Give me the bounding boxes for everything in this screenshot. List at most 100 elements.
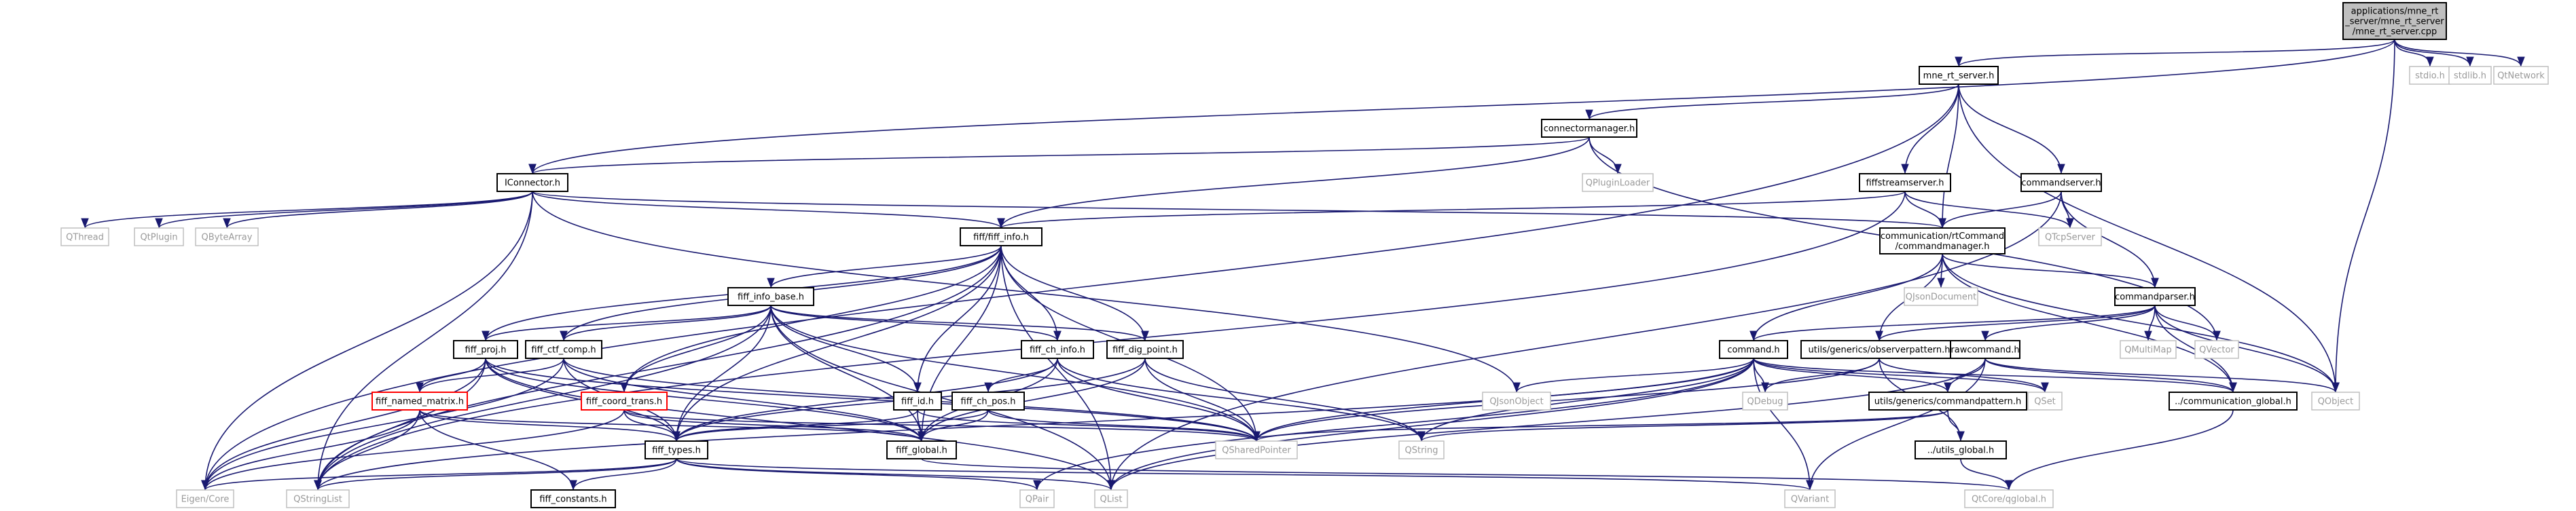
node-box	[1868, 392, 2027, 411]
edge-iconnector-to-qbytearray	[223, 191, 533, 229]
node-qpair: QPair	[1019, 489, 1055, 508]
node-qtcpserver: QTcpServer	[2038, 227, 2102, 246]
edge-commandserver-to-commandmanager	[1938, 191, 2062, 229]
node-box	[453, 340, 518, 359]
edge-command_h-to-qvariant	[1753, 358, 1814, 491]
edge-fiffstreamserver-to-qtcpserver	[1904, 191, 2074, 229]
node-box	[530, 489, 616, 508]
node-fiff_ctf_comp[interactable]: fiff_ctf_comp.h	[525, 340, 602, 359]
node-box	[960, 227, 1042, 246]
node-mne_rt_server_h[interactable]: mne_rt_server.h	[1919, 66, 1999, 85]
node-box	[176, 489, 234, 508]
edge-rawcommand-to-commandpattern	[1944, 358, 1986, 393]
node-label: Eigen/Core	[181, 495, 230, 505]
edge-commandparser-to-command_h	[1749, 305, 2156, 341]
node-fiff_info[interactable]: fiff/fiff_info.h	[960, 227, 1042, 246]
edge-fiff_ch_pos-to-fiff_types	[672, 409, 989, 442]
node-label: ../communication_global.h	[2175, 397, 2291, 407]
edge-fiff_types-to-qstringlist	[314, 458, 677, 491]
node-label: fiff_types.h	[652, 446, 701, 456]
node-fiff_id[interactable]: fiff_id.h	[893, 392, 942, 411]
node-fiff_types[interactable]: fiff_types.h	[645, 440, 708, 459]
edge-command_h-to-qset	[1753, 358, 2049, 393]
node-command_h[interactable]: command.h	[1719, 340, 1788, 359]
edge-commandmanager-to-command_h	[1749, 253, 1943, 341]
node-box	[496, 173, 568, 192]
node-fiff_dig_point[interactable]: fiff_dig_point.h	[1106, 340, 1184, 359]
node-box	[2038, 227, 2102, 246]
edge-fiff_named_matrix-to-qstringlist	[314, 409, 420, 491]
edge-mne_rt_server_h-to-eigen_core	[201, 83, 1959, 491]
edge-root-to-stdio	[2394, 39, 2434, 67]
node-commandserver[interactable]: commandserver.h	[2020, 173, 2102, 192]
node-label: fiff/fiff_info.h	[973, 233, 1029, 243]
edge-connectormanager-to-iconnector	[528, 136, 1590, 174]
edge-fiff_ch_pos-to-qsharedpointer	[987, 409, 1260, 442]
edge-fiff_ctf_comp-to-fiff_named_matrix	[416, 358, 564, 393]
node-box	[2311, 392, 2360, 411]
node-fiff_constants[interactable]: fiff_constants.h	[530, 489, 616, 508]
node-fiff_ch_pos[interactable]: fiff_ch_pos.h	[951, 392, 1025, 411]
edge-root-to-stdlib	[2394, 39, 2474, 67]
node-root[interactable]: applications/mne_rt_server/mne_rt_server…	[2342, 2, 2447, 40]
node-fiff_ch_info[interactable]: fiff_ch_info.h	[1021, 340, 1094, 359]
node-fiff_named_matrix[interactable]: fiff_named_matrix.h	[371, 392, 468, 411]
node-comm_global[interactable]: ../communication_global.h	[2169, 392, 2298, 411]
node-label: stdlib.h	[2454, 71, 2486, 81]
node-qjsondocument: QJsonDocument	[1904, 287, 1978, 306]
node-label: QTcpServer	[2045, 233, 2096, 243]
edge-fiff_info_base-to-fiff_types	[672, 305, 772, 442]
node-connectormanager[interactable]: connectormanager.h	[1541, 119, 1637, 138]
node-qdebug: QDebug	[1742, 392, 1788, 411]
node-fiff_coord_trans[interactable]: fiff_coord_trans.h	[581, 392, 668, 411]
node-label: stdio.h	[2415, 71, 2445, 81]
node-label: QPluginLoader	[1586, 178, 1650, 189]
node-fiff_global[interactable]: fiff_global.h	[886, 440, 957, 459]
edge-commandmanager-to-commandparser	[1942, 253, 2159, 288]
edge-commandparser-to-qvector	[2154, 305, 2221, 341]
node-box	[1019, 489, 1055, 508]
edge-fiff_named_matrix-to-fiff_global	[419, 409, 926, 442]
edge-command_h-to-qstring	[1417, 358, 1754, 442]
edge-fiff_ch_info-to-qsharedpointer	[1057, 358, 1260, 442]
node-label: fiff_coord_trans.h	[586, 397, 662, 407]
edge-connectormanager-to-qpluginloader	[1589, 136, 1622, 174]
node-box	[951, 392, 1025, 411]
node-box	[1215, 440, 1298, 459]
node-label: QSharedPointer	[1222, 446, 1291, 456]
node-box	[1859, 173, 1951, 192]
node-iconnector[interactable]: IConnector.h	[496, 173, 568, 192]
node-box	[2342, 2, 2447, 40]
edge-fiff_types-to-qvariant	[676, 458, 1813, 491]
edge-fiff_proj-to-qstringlist	[314, 358, 486, 491]
node-qvector: QVector	[2194, 340, 2239, 359]
node-rawcommand[interactable]: rawcommand.h	[1950, 340, 2020, 359]
node-box	[1742, 392, 1788, 411]
node-observerpattern[interactable]: utils/generics/observerpattern.h	[1800, 340, 1958, 359]
node-fiff_info_base[interactable]: fiff_info_base.h	[727, 287, 814, 306]
node-fiffstreamserver[interactable]: fiffstreamserver.h	[1859, 173, 1951, 192]
node-qtcoreglobal: QtCore/qglobal.h	[1964, 489, 2054, 508]
node-commandpattern[interactable]: utils/generics/commandpattern.h	[1868, 392, 2027, 411]
edge-commandserver-to-commandparser	[2061, 191, 2159, 288]
node-fiff_proj[interactable]: fiff_proj.h	[453, 340, 518, 359]
node-label: mne_rt_server.h	[1923, 71, 1995, 81]
node-box	[60, 227, 109, 246]
node-commandparser[interactable]: commandparser.h	[2114, 287, 2196, 306]
edge-iconnector-to-qtplugin	[155, 191, 533, 229]
edge-fiff_ch_pos-to-fiff_global	[918, 409, 989, 442]
node-utils_global[interactable]: ../utils_global.h	[1915, 440, 2007, 459]
node-commandmanager[interactable]: communication/rtCommand/commandmanager.h	[1879, 227, 2006, 254]
node-box	[2020, 173, 2102, 192]
edge-mne_rt_server_h-to-fiffstreamserver	[1901, 83, 1959, 174]
node-label: fiff_dig_point.h	[1112, 345, 1178, 356]
node-box	[195, 227, 259, 246]
node-label: QString	[1404, 446, 1438, 456]
node-label: /mne_rt_server.cpp	[2353, 27, 2437, 37]
edge-fiff_types-to-qlist	[676, 458, 1115, 491]
edge-commandparser-to-rawcommand	[1981, 305, 2156, 341]
edge-mne_rt_server_h-to-connectormanager	[1585, 83, 1959, 120]
node-qlist: QList	[1094, 489, 1128, 508]
node-label: command.h	[1727, 345, 1779, 356]
node-label: IConnector.h	[505, 178, 560, 189]
